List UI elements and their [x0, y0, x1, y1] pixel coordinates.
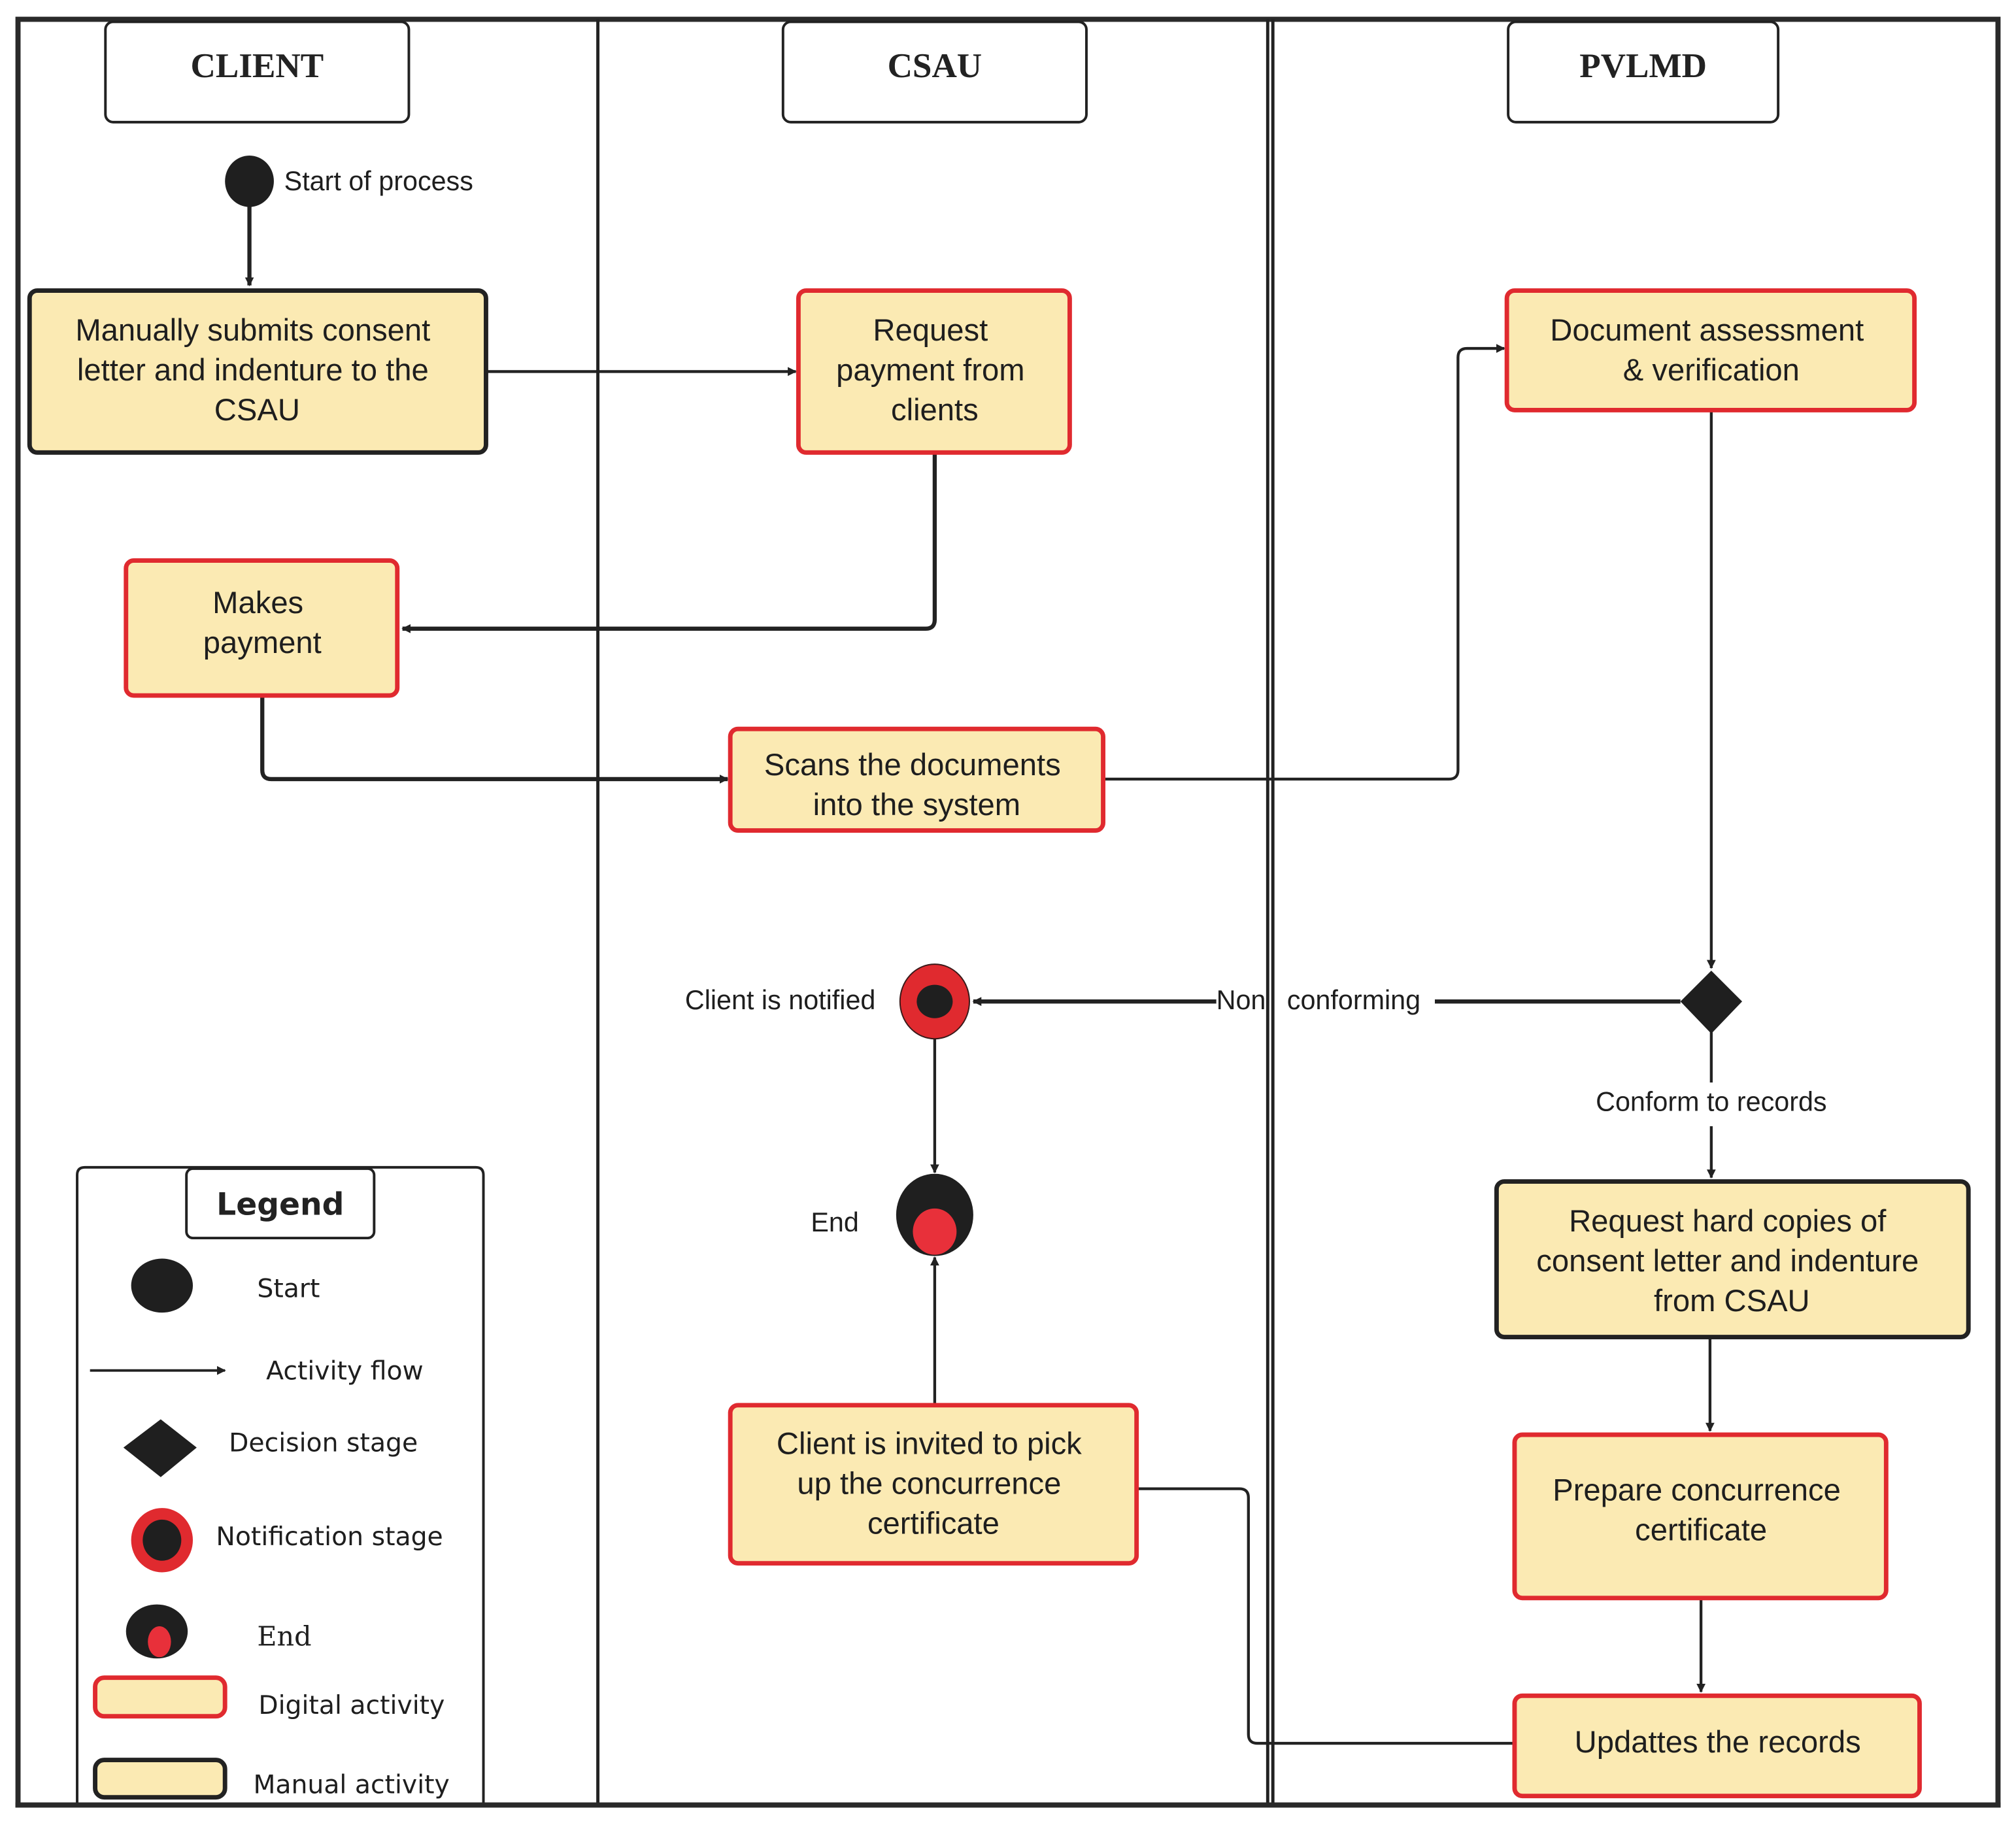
legend-digital-activity-icon: [93, 1675, 227, 1719]
legend-label-activity-flow: Activity flow: [266, 1356, 424, 1386]
svg-text:Document assessment & ve: Document assessment & verification: [1550, 313, 1872, 388]
activity-prepare-certificate-line1: Prepare concurrence: [1553, 1473, 1841, 1507]
legend-notification-icon-core: [143, 1519, 182, 1561]
lane-title-pvlmd: PVLMD: [1579, 47, 1707, 85]
legend-label-decision: Decision stage: [229, 1428, 418, 1458]
start-node: Start of process: [225, 156, 473, 207]
svg-text:Scans the documents into: Scans the documents into the system: [764, 748, 1069, 822]
activity-makes-payment-line1: Makes: [212, 586, 303, 620]
start-label: Start of process: [284, 166, 473, 196]
activity-makes-payment: Makes payment: [124, 558, 400, 698]
legend-label-start: Start: [257, 1274, 320, 1304]
legend-manual-activity-icon: [93, 1758, 227, 1800]
flow-makes-payment-to-scans: [260, 695, 729, 784]
activity-request-payment-line1: Request: [873, 313, 988, 348]
activity-makes-payment-line2: payment: [203, 626, 322, 660]
legend-label-end: End: [257, 1621, 311, 1652]
activity-prepare-certificate: Prepare concurrence certificate: [1512, 1432, 1889, 1601]
flow-scans-to-assessment: [1103, 344, 1505, 781]
activity-request-hard-copies-line1: Request hard copies of: [1569, 1204, 1887, 1239]
lane-header-pvlmd: PVLMD: [1507, 20, 1780, 124]
activity-client-invited-line3: certificate: [867, 1506, 1000, 1541]
activity-manual-submit-line1: Manually submits consent: [75, 313, 430, 348]
activity-client-invited-line2: up the concurrence: [797, 1466, 1061, 1501]
activity-request-payment-line3: clients: [891, 393, 979, 427]
legend-title: Legend: [216, 1187, 344, 1223]
activity-request-hard-copies: Request hard copies of consent letter an…: [1494, 1179, 1971, 1339]
start-icon: [225, 156, 274, 207]
flow-updates-to-client-invited: [1137, 1487, 1515, 1745]
decision-diamond-icon: [1680, 970, 1743, 1034]
svg-text:Request hard copies of c: Request hard copies of consent letter an…: [1536, 1204, 1927, 1318]
legend-title-box: [185, 1167, 376, 1240]
activity-request-payment-line2: payment from: [836, 353, 1024, 388]
edge-label-non: Non: [1217, 985, 1266, 1015]
activity-scans-documents-line1: Scans the documents: [764, 748, 1061, 782]
activity-scans-documents-line2: into the system: [813, 788, 1020, 822]
edge-label-conforming: conforming: [1287, 985, 1420, 1015]
activity-client-invited-line1: Client is invited to pick: [777, 1427, 1082, 1462]
lane-title-csau: CSAU: [888, 47, 983, 85]
activity-document-assessment-line1: Document assessment: [1550, 313, 1864, 348]
activity-document-assessment-line2: & verification: [1623, 353, 1800, 388]
flow-request-payment-to-makes-payment: [401, 452, 937, 633]
notification-icon-core: [916, 984, 953, 1018]
activity-document-assessment: Document assessment & verification: [1504, 288, 1917, 412]
activity-manual-submit-line2: letter and indenture to the: [77, 353, 429, 388]
edge-label-conform-to-records: Conform to records: [1596, 1086, 1826, 1116]
lane-header-client: CLIENT: [104, 20, 411, 124]
end-icon-core: [913, 1208, 957, 1255]
activity-updates-records: Updattes the records: [1512, 1693, 1922, 1799]
activity-request-hard-copies-line3: from CSAU: [1654, 1284, 1810, 1318]
lane-header-csau: CSAU: [781, 20, 1088, 124]
legend-label-digital: Digital activity: [258, 1690, 445, 1720]
activity-manual-submit-line3: CSAU: [214, 393, 300, 427]
legend-start-icon: [131, 1258, 193, 1313]
activity-request-payment: Request payment from clients: [796, 288, 1072, 455]
client-notified-label: Client is notified: [685, 985, 876, 1015]
svg-text:Request payment from: Request payment from clients: [836, 313, 1033, 427]
svg-text:Prepare concurrence cert: Prepare concurrence certificate: [1553, 1473, 1849, 1547]
legend-end-icon-core: [148, 1626, 171, 1658]
activity-updates-records-line1: Updattes the records: [1575, 1725, 1861, 1760]
activity-manual-submit: Manually submits consent letter and inde…: [27, 288, 488, 455]
legend-label-notification: Notification stage: [216, 1522, 443, 1552]
legend-label-manual: Manual activity: [253, 1770, 449, 1800]
svg-text:Manually submits consent: Manually submits consent letter and inde…: [75, 313, 439, 427]
lane-title-client: CLIENT: [191, 47, 324, 85]
activity-prepare-certificate-line2: certificate: [1635, 1513, 1767, 1547]
notification-node-client-notified: Client is notified: [685, 963, 970, 1040]
svg-text:Updattes the records: Updattes the records: [1575, 1725, 1861, 1760]
svg-text:Makes payment: Makes payment: [203, 586, 322, 660]
activity-scans-documents: Scans the documents into the system: [728, 726, 1105, 833]
end-label: End: [811, 1207, 858, 1237]
activity-client-invited: Client is invited to pick up the concurr…: [728, 1403, 1139, 1566]
end-node: End: [811, 1173, 973, 1256]
legend-decision-icon: [123, 1419, 197, 1477]
legend: Legend Start Activity flow Decision stag…: [76, 1165, 485, 1805]
activity-request-hard-copies-line2: consent letter and indenture: [1536, 1244, 1919, 1279]
svg-text:Client is invited to pick: Client is invited to pick up the concurr…: [777, 1427, 1090, 1541]
